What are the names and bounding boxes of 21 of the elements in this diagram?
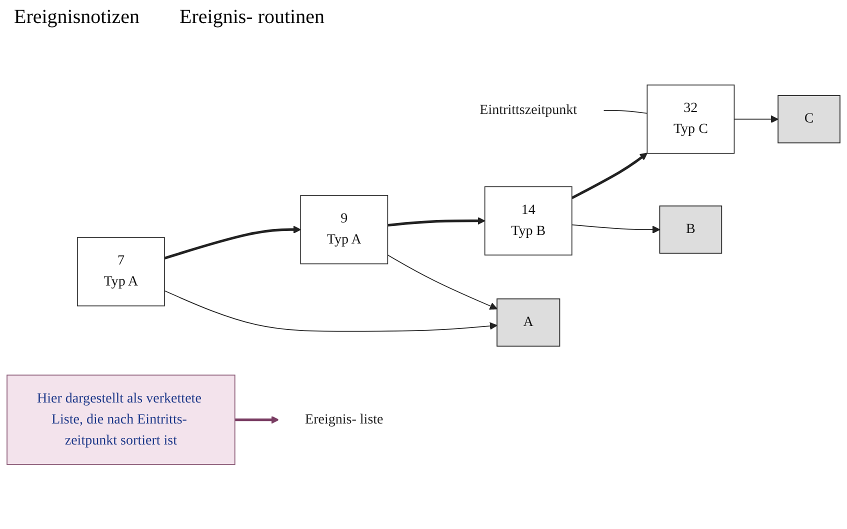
node-box: 32 Typ C xyxy=(646,84,735,154)
arrow xyxy=(388,217,486,227)
diagram-label: Ereignisnotizen xyxy=(14,6,140,29)
arrow xyxy=(164,226,301,260)
node-box: B xyxy=(659,206,722,254)
arrow xyxy=(387,254,498,310)
arrow xyxy=(734,116,778,124)
arrow xyxy=(571,152,648,200)
node-box: C xyxy=(778,95,840,144)
diagram-label: Ereignis- routinen xyxy=(180,6,324,29)
arrow xyxy=(234,416,280,424)
node-box: 7 Typ A xyxy=(77,237,165,307)
connector xyxy=(602,110,648,114)
node-box: A xyxy=(496,298,560,347)
arrow xyxy=(164,290,498,332)
node-box: 14 Typ B xyxy=(484,186,572,256)
node-text: Ereignis- liste xyxy=(305,412,384,428)
node-text: Eintrittszeitpunkt xyxy=(480,102,578,118)
node-box: Hier dargestellt als verkettete Liste, die nach Eintritts- zeitpunkt sortiert ist xyxy=(6,374,236,466)
node-box: 9 Typ A xyxy=(300,195,388,264)
arrow xyxy=(571,224,660,234)
